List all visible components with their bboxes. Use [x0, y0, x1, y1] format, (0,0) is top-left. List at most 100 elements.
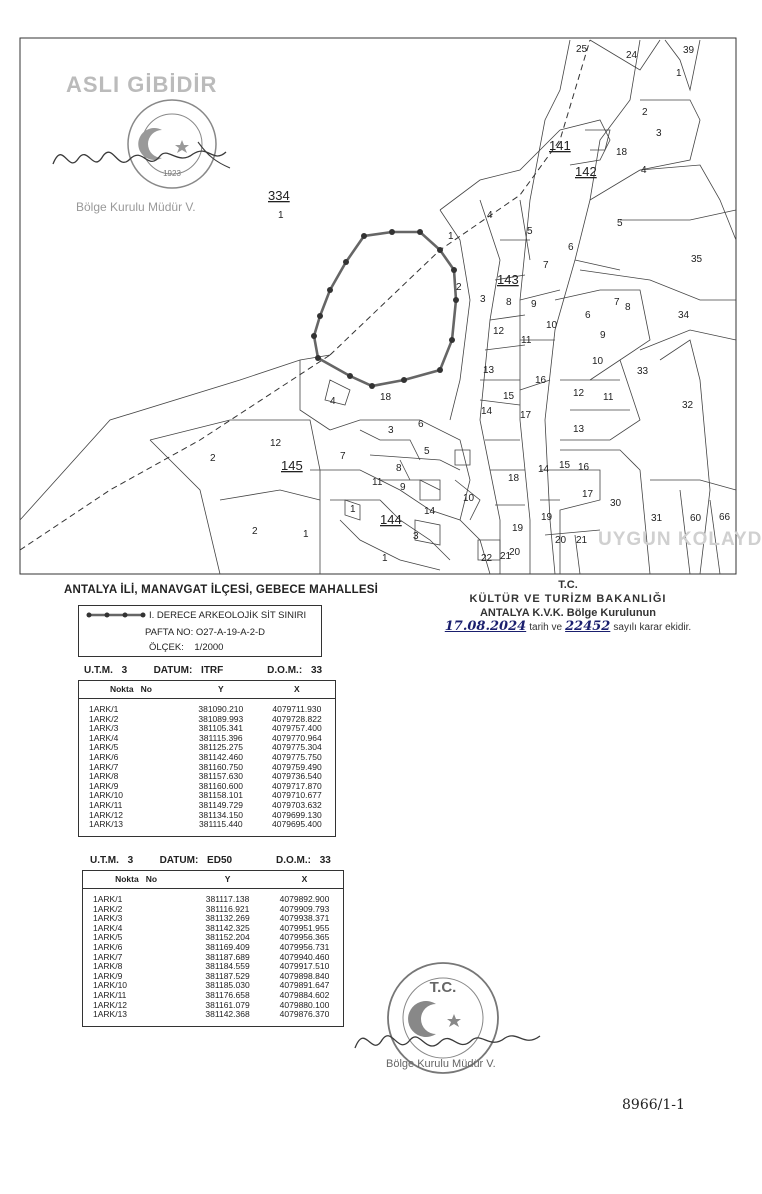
parcel-number: 18 — [380, 392, 392, 403]
parcel-number: 18 — [616, 147, 628, 158]
parcel-number: 21 — [576, 535, 588, 546]
y-coordinate-cell: 381117.138 — [205, 894, 250, 904]
x-coordinate-cell: 4079938.371 — [279, 913, 330, 924]
parcel-number: 14 — [481, 406, 493, 417]
parcel-number: 8 — [506, 297, 512, 308]
table2-col-y: Y — [189, 870, 266, 889]
parcel-number: 1 — [0, 0, 6, 3]
point-id-cell: 1ARK/4 — [89, 732, 119, 743]
parcel-number: 7 — [614, 297, 620, 308]
parcel-number: 5 — [424, 446, 430, 457]
point-id-cell: 1ARK/13 — [93, 1009, 128, 1020]
point-id-cell: 1ARK/5 — [93, 932, 123, 943]
parcel-number: 11 — [372, 477, 383, 488]
y-coordinate-cell: 381185.030 — [205, 980, 250, 991]
table2-col-x: X — [265, 870, 344, 889]
parcel-number: 33 — [637, 366, 649, 377]
parcel-number: 5 — [527, 226, 533, 237]
y-coordinate-cell: 381187.529 — [205, 970, 250, 981]
x-coordinate-cell: 4079717.870 — [272, 780, 322, 791]
x-coordinate-cell: 4079891.647 — [279, 980, 330, 991]
block-label-334: 334 — [268, 188, 290, 203]
parcel-number: 1 — [303, 529, 309, 540]
parcel-number: 14 — [538, 464, 550, 475]
parcel-number: 7 — [340, 451, 346, 462]
point-id-cell: 1ARK/1 — [89, 704, 119, 714]
dashed-boundary — [19, 39, 591, 551]
parcel-number: 21 — [500, 551, 512, 562]
parcel-number: 25 — [576, 44, 588, 55]
point-id-cell: 1ARK/10 — [89, 790, 124, 801]
parcel-number: 20 — [509, 547, 521, 558]
parcel-number: 2 — [642, 107, 648, 118]
y-coordinate-cell: 381152.204 — [205, 932, 250, 943]
x-coordinate-cell: 4079898.840 — [279, 970, 330, 981]
table1-utm: U.T.M. 3 — [84, 665, 128, 676]
parcel-number: 8 — [625, 302, 631, 313]
legend-pafta: PAFTA NO: O27-A-19-A-2-D — [145, 627, 266, 638]
point-id-cell: 1ARK/6 — [89, 751, 119, 762]
parcel-number: 1 — [448, 231, 454, 242]
point-id-cell: 1ARK/11 — [93, 989, 127, 1000]
point-id-cell: 1ARK/12 — [93, 999, 128, 1010]
y-coordinate-cell: 381142.325 — [205, 922, 250, 933]
parcel-number: 22 — [481, 553, 493, 564]
approval-tarih-ve: tarih ve — [529, 622, 563, 633]
parcel-number: 10 — [546, 320, 558, 331]
table1-heading: U.T.M. 3 DATUM: ITRF D.O.M.: 33 — [84, 665, 322, 676]
table1-col-x: X — [258, 680, 336, 699]
block-label-141: 141 — [549, 138, 571, 153]
parcel-number: 31 — [651, 513, 663, 524]
block-label-142: 142 — [575, 164, 597, 179]
legend-box: I. DERECE ARKEOLOJİK SİT SINIRI PAFTA NO… — [78, 605, 322, 657]
parcel-number: 32 — [682, 400, 694, 411]
point-id-cell: 1ARK/11 — [89, 799, 123, 810]
point-id-cell: 1ARK/8 — [89, 771, 119, 782]
x-coordinate-cell: 4079880.100 — [279, 999, 330, 1010]
document-title: ANTALYA İLİ, MANAVGAT İLÇESİ, GEBECE MAH… — [64, 584, 378, 596]
parcel-number: 1 — [350, 504, 356, 515]
x-coordinate-cell: 4079909.793 — [279, 903, 330, 914]
x-coordinate-cell: 4079951.955 — [279, 922, 330, 933]
y-coordinate-cell: 381176.658 — [205, 989, 250, 1000]
x-coordinate-cell: 4079770.964 — [272, 732, 322, 743]
parcel-number: 3 — [413, 531, 419, 542]
parcel-number: 9 — [600, 330, 606, 341]
parcel-number: 30 — [610, 498, 622, 509]
point-id-cell: 1ARK/3 — [89, 723, 119, 734]
y-coordinate-cell: 381184.559 — [205, 961, 250, 972]
point-id-cell: 1ARK/2 — [93, 903, 123, 914]
table2-dom: D.O.M.: 33 — [275, 855, 331, 866]
parcel-number: 12 — [573, 388, 585, 399]
point-id-cell: 1ARK/10 — [93, 980, 128, 991]
signature-icon — [52, 141, 231, 169]
x-coordinate-cell: 4079757.400 — [272, 723, 322, 734]
parcel-number: 6 — [585, 310, 591, 321]
table1-dom: D.O.M.: 33 — [267, 665, 323, 676]
parcel-number: 1 — [382, 553, 388, 564]
legend-olcek: ÖLÇEK: 1/2000 — [149, 642, 224, 653]
approval-line4: 17.08.2024 tarih ve 22452 sayılı karar e… — [408, 620, 728, 635]
parcel-number: 6 — [568, 242, 574, 253]
parcel-number: 19 — [541, 512, 553, 523]
y-coordinate-cell: 381115.440 — [198, 819, 243, 830]
parcel-number: 3 — [480, 294, 486, 305]
parcel-number: 35 — [691, 254, 703, 265]
parcel-number: 2 — [252, 526, 258, 537]
point-id-cell: 1ARK/8 — [93, 961, 123, 972]
y-coordinate-cell: 381142.368 — [205, 1009, 250, 1020]
